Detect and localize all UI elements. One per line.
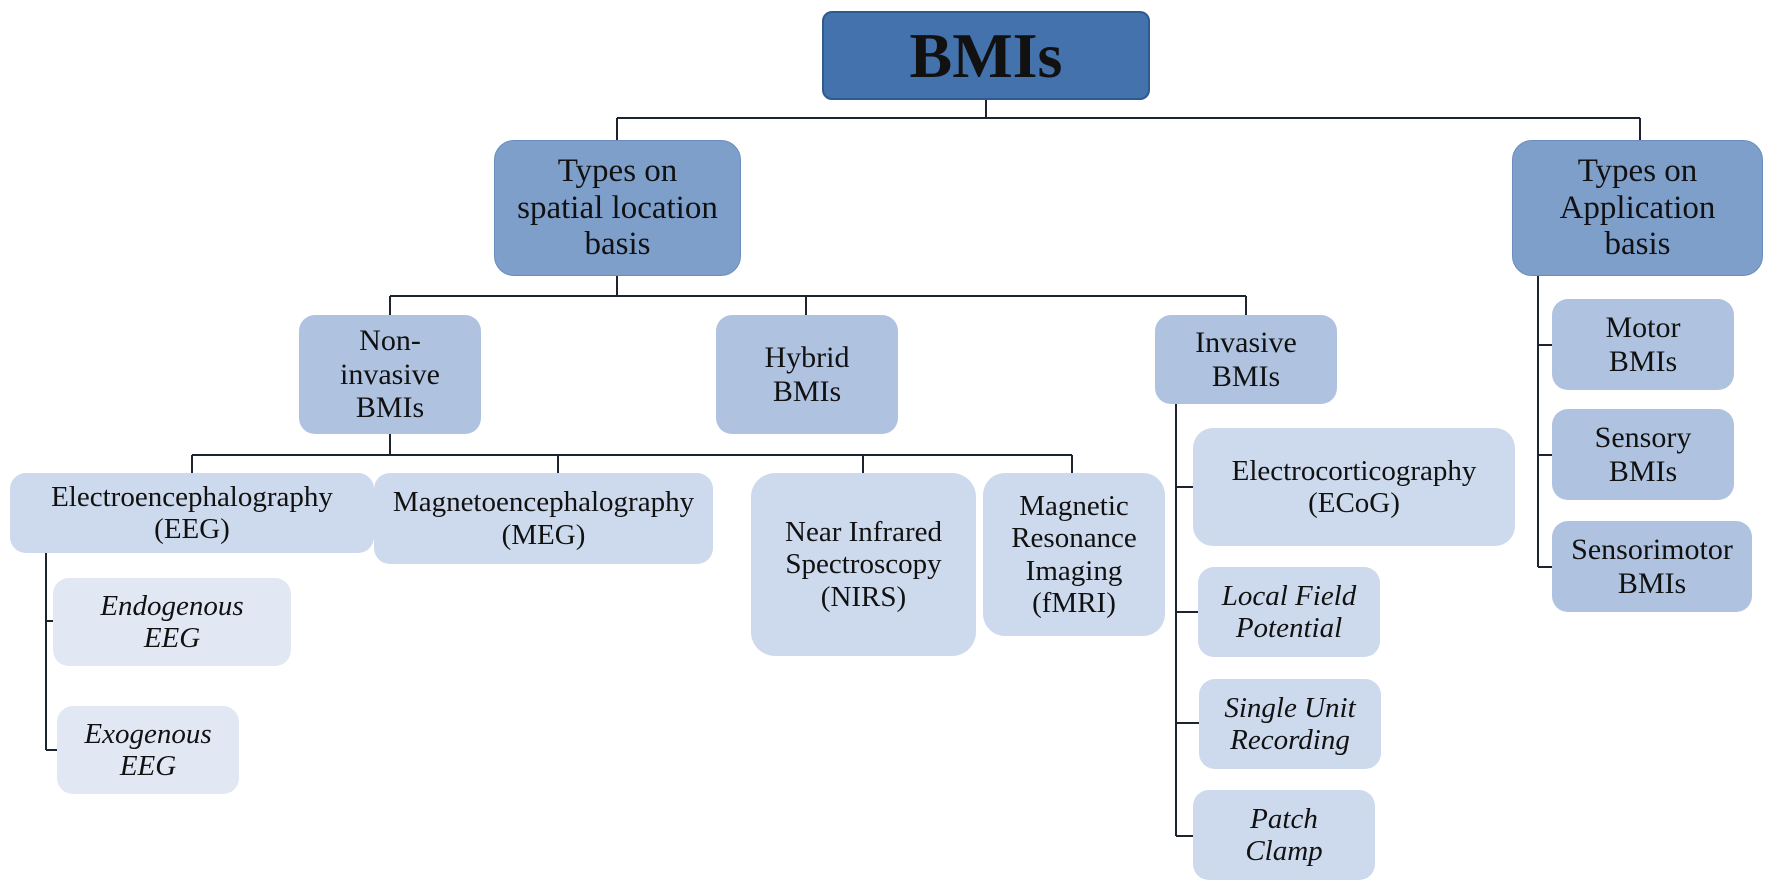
meg-node: Magnetoencephalography (MEG) — [374, 473, 713, 564]
spatial-basis-node: Types on spatial location basis — [494, 140, 741, 276]
nirs-label: Near Infrared Spectroscopy (NIRS) — [785, 515, 942, 613]
patch-clamp-node: Patch Clamp — [1193, 790, 1375, 880]
meg-label: Magnetoencephalography (MEG) — [392, 486, 695, 551]
root-node: BMIs — [822, 11, 1150, 100]
sensory-label: Sensory BMIs — [1594, 420, 1692, 488]
invasive-label: Invasive BMIs — [1195, 325, 1297, 393]
exogenous-eeg-node: Exogenous EEG — [57, 706, 239, 794]
endogenous-eeg-node: Endogenous EEG — [53, 578, 291, 666]
non-invasive-node: Non- invasive BMIs — [299, 315, 481, 434]
hybrid-label: Hybrid BMIs — [764, 340, 850, 408]
non-invasive-label: Non- invasive BMIs — [340, 324, 440, 425]
fmri-label: Magnetic Resonance Imaging (fMRI) — [1011, 489, 1137, 619]
application-basis-node: Types on Application basis — [1512, 140, 1763, 276]
application-basis-label: Types on Application basis — [1559, 152, 1716, 263]
motor-label: Motor BMIs — [1605, 310, 1681, 378]
hybrid-node: Hybrid BMIs — [716, 315, 898, 434]
single-unit-recording-label: Single Unit Recording — [1224, 691, 1356, 756]
root-label: BMIs — [909, 19, 1063, 91]
lfp-node: Local Field Potential — [1198, 567, 1380, 657]
sensory-node: Sensory BMIs — [1552, 409, 1734, 500]
single-unit-recording-node: Single Unit Recording — [1199, 679, 1381, 769]
ecog-node: Electrocorticography (ECoG) — [1193, 428, 1515, 546]
endogenous-eeg-label: Endogenous EEG — [100, 589, 244, 654]
invasive-node: Invasive BMIs — [1155, 315, 1337, 404]
sensorimotor-node: Sensorimotor BMIs — [1552, 521, 1752, 612]
nirs-node: Near Infrared Spectroscopy (NIRS) — [751, 473, 976, 656]
exogenous-eeg-label: Exogenous EEG — [84, 717, 212, 782]
sensorimotor-label: Sensorimotor BMIs — [1571, 532, 1733, 600]
eeg-label: Electroencephalography (EEG) — [51, 480, 333, 545]
eeg-node: Electroencephalography (EEG) — [10, 473, 374, 553]
spatial-basis-label: Types on spatial location basis — [517, 152, 718, 263]
motor-node: Motor BMIs — [1552, 299, 1734, 390]
ecog-label: Electrocorticography (ECoG) — [1231, 454, 1477, 519]
patch-clamp-label: Patch Clamp — [1245, 802, 1323, 867]
fmri-node: Magnetic Resonance Imaging (fMRI) — [983, 473, 1165, 636]
lfp-label: Local Field Potential — [1221, 579, 1357, 644]
